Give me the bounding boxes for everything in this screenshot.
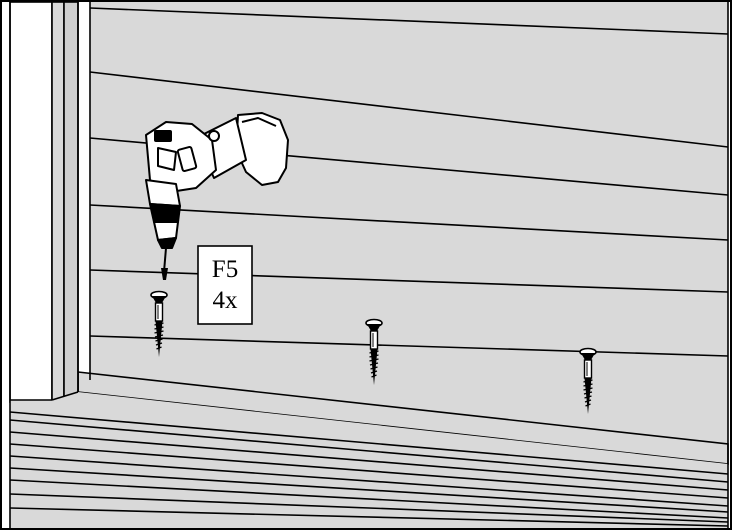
floor-deck — [9, 391, 729, 529]
part-label: F5 4x — [197, 245, 253, 325]
part-label-box — [197, 245, 253, 325]
part-code: F5 — [212, 256, 238, 283]
part-quantity: 4x — [213, 287, 239, 314]
siding-board-lines — [89, 7, 729, 357]
cordless-drill-icon — [145, 112, 289, 280]
door-frame — [9, 1, 91, 403]
floor-plank-lines — [9, 391, 729, 527]
